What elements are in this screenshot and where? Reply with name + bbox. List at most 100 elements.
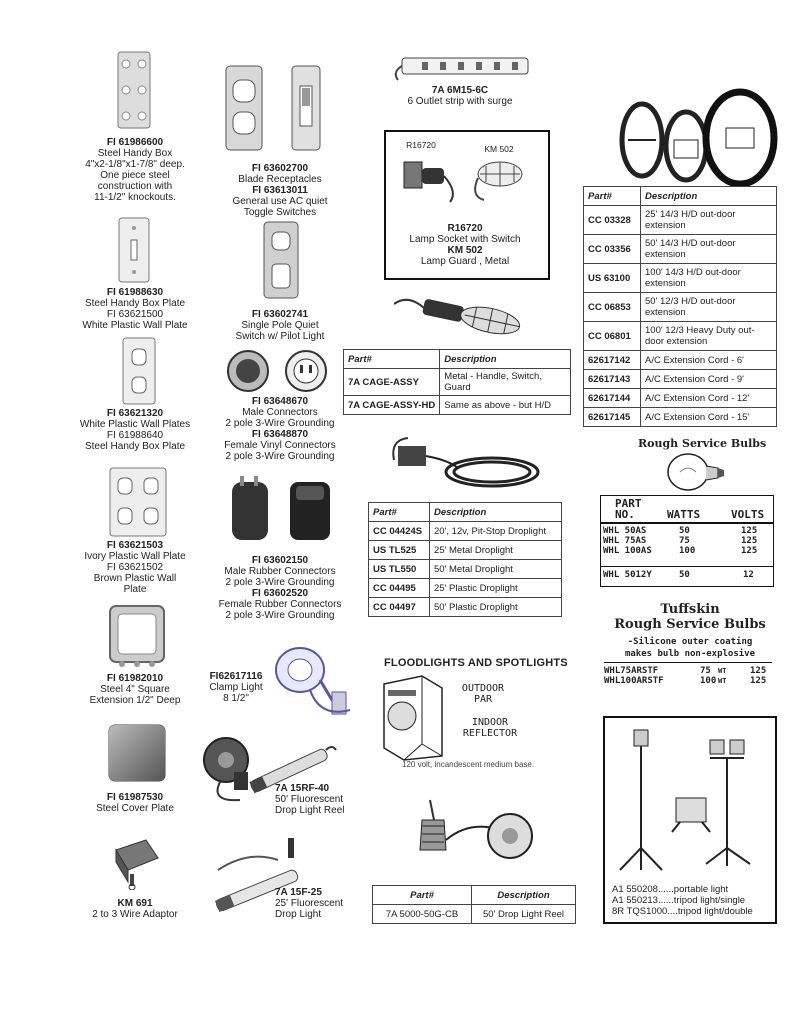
- indoor-reflector-label: INDOOR REFLECTOR: [462, 717, 518, 739]
- part-description: 50' Drop Light Reel: [471, 904, 576, 924]
- column-header-part: Part#: [372, 885, 472, 905]
- tuffskin-title: Tuffskin Rough Service Bulbs: [614, 602, 766, 632]
- fluorescent-droplight-caption: 7A 15F-25 25' Fluorescent Drop Light: [275, 887, 344, 920]
- receptacle-caption: FI 63602700 Blade Receptacles FI 6361301…: [232, 163, 328, 218]
- part-description: Metal - Handle, Switch, Guard: [439, 368, 571, 396]
- extension-cords-image: [619, 88, 778, 186]
- list-item: A1 550213......tripod light/single: [612, 895, 746, 906]
- adaptor-image: [115, 839, 159, 890]
- part-description: 25' Metal Droplight: [429, 540, 562, 560]
- part-description: 50' Plastic Droplight: [429, 597, 562, 617]
- drop-light-reel-table: Part# Description 7A 5000-50G-CB 50' Dro…: [372, 885, 576, 924]
- column-header-part: Part#: [368, 502, 430, 522]
- part-number: CC 06801: [583, 321, 641, 351]
- part-description: 50' 14/3 H/D out-door extension: [640, 234, 777, 264]
- bulb-icon: [667, 453, 724, 491]
- handy-box-image: [117, 51, 151, 129]
- part-number: CC 06853: [583, 292, 641, 322]
- droplight-image: [392, 437, 540, 488]
- part-description: A/C Extension Cord - 9': [640, 369, 777, 389]
- lamp-socket-image: [403, 161, 523, 203]
- fluorescent-reel-caption: 7A 15RF-40 50' Fluorescent Drop Light Re…: [275, 783, 345, 816]
- lamp-guard-label: KM 502: [484, 144, 514, 154]
- part-description: A/C Extension Cord - 15': [640, 407, 777, 427]
- clamp-light-caption: FI62617116 Clamp Light 8 1/2": [209, 671, 263, 704]
- part-number: US TL550: [368, 559, 430, 579]
- pilot-switch-caption: FI 63602741 Single Pole Quiet Switch w/ …: [235, 309, 325, 342]
- column-header-description: Description: [471, 885, 576, 905]
- rough-service-title: Rough Service Bulbs: [638, 437, 767, 450]
- floodlight-note: 120 volt, incandescent medium base.: [402, 760, 535, 769]
- square-extension-image: [109, 605, 165, 667]
- part-description: 25' 14/3 H/D out-door extension: [640, 205, 777, 235]
- clamp-light-image: [275, 647, 351, 715]
- part-description: A/C Extension Cord - 12': [640, 388, 777, 408]
- vinyl-connectors-caption: FI 63648670 Male Connectors 2 pole 3-Wir…: [224, 396, 336, 462]
- part-number: 7A 5000-50G-CB: [372, 904, 472, 924]
- table-row: 7A 5000-50G-CB 50' Drop Light Reel: [372, 904, 576, 924]
- part-number: CC 03356: [583, 234, 641, 264]
- part-number: 62617143: [583, 369, 641, 389]
- outdoor-par-label: OUTDOOR PAR: [461, 683, 505, 705]
- tripod-light-list: A1 550208......portable light A1 550213.…: [612, 884, 753, 917]
- tripod-lights-image: [619, 729, 751, 871]
- part-number: 62617144: [583, 388, 641, 408]
- adaptor-caption: KM 691 2 to 3 Wire Adaptor: [92, 898, 178, 920]
- part-description: 50' Metal Droplight: [429, 559, 562, 579]
- column-header-part: Part#: [583, 186, 641, 206]
- part-number: 62617145: [583, 407, 641, 427]
- fluorescent-droplight-image: [214, 838, 299, 913]
- lamp-socket-box: [384, 130, 550, 280]
- floodlights-title: FLOODLIGHTS AND SPOTLIGHTS: [384, 657, 568, 669]
- pilot-switch-image: [263, 221, 299, 299]
- part-description: 25' Plastic Droplight: [429, 578, 562, 598]
- part-number: US TL525: [368, 540, 430, 560]
- part-number: CC 04497: [368, 597, 430, 617]
- part-description: Same as above - but H/D: [439, 395, 571, 415]
- duplex-plate-caption: FI 63621320 White Plastic Wall Plates FI…: [79, 408, 191, 452]
- part-description: 100' 12/3 Heavy Duty out-door extension: [640, 321, 777, 351]
- floodlight-box-image: [383, 675, 443, 761]
- part-number: CC 04495: [368, 578, 430, 598]
- square-extension-caption: FI 61982010 Steel 4" Square Extension 1/…: [89, 673, 181, 706]
- part-number: 7A CAGE-ASSY-HD: [342, 395, 441, 415]
- fluorescent-reel-image: [203, 737, 337, 802]
- column-header-part: Part#: [342, 349, 441, 369]
- part-number: US 63100: [583, 263, 641, 293]
- tripod-light-box: [603, 716, 777, 924]
- part-description: 50' 12/3 H/D out-door extension: [640, 292, 777, 322]
- outlet-strip-image: [394, 57, 529, 81]
- rubber-connectors-caption: FI 63602150 Male Rubber Connectors 2 pol…: [218, 555, 342, 621]
- table-header-row: Part# Description: [368, 502, 562, 522]
- lamp-socket-caption: R16720 Lamp Socket with Switch KM 502 La…: [409, 223, 521, 267]
- lamp-socket-label: R16720: [406, 140, 436, 150]
- column-header-description: Description: [640, 186, 777, 206]
- cage-droplight-image: [394, 298, 521, 335]
- table-header-row: Part# Description: [342, 349, 571, 369]
- part-description: 20', 12v, Pit-Stop Droplight: [429, 521, 562, 541]
- switch-plate-caption: FI 61988630 Steel Handy Box Plate FI 636…: [82, 287, 188, 331]
- vinyl-connectors-image: [227, 350, 327, 392]
- column-header-description: Description: [439, 349, 571, 369]
